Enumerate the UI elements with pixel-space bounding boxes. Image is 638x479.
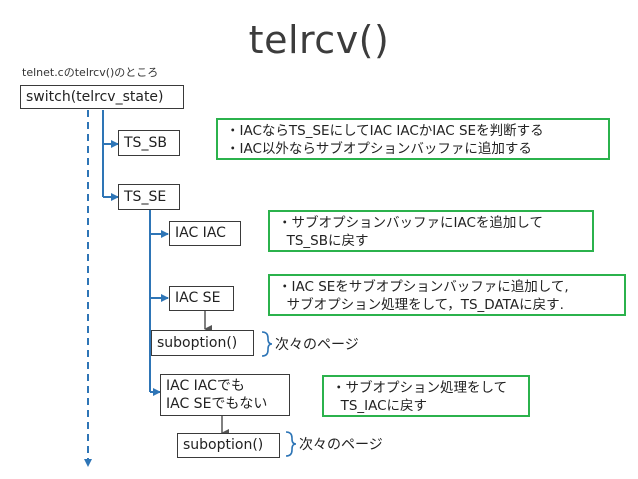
next-page-label-2: 次々のページ — [299, 437, 383, 453]
note-iac-iac-line-1: ・サブオプションバッファにIACを追加して — [278, 215, 543, 231]
note-ts-sb: ・IACならTS_SEにしてIAC IACかIAC SEを判断する ・IAC以外… — [216, 118, 610, 160]
iac-se-box: IAC SE — [169, 286, 234, 311]
note-neither: ・サブオプション処理をして TS_IACに戻す — [322, 375, 530, 417]
slide-subtitle: telnet.cのtelrcv()のところ — [22, 66, 159, 79]
iac-iac-box: IAC IAC — [169, 221, 241, 246]
iac-neither-box: IAC IACでも IAC SEでもない — [160, 374, 290, 416]
iac-neither-line-2: IAC SEでもない — [166, 396, 268, 412]
note-iac-se: ・IAC SEをサブオプションバッファに追加して, サブオプション処理をして，T… — [268, 274, 626, 316]
slide-title: telrcv() — [248, 18, 390, 62]
note-ts-sb-line-1: ・IACならTS_SEにしてIAC IACかIAC SEを判断する — [226, 123, 544, 139]
note-iac-se-line-2: サブオプション処理をして，TS_DATAに戻す. — [278, 297, 564, 313]
note-iac-iac-line-2: TS_SBに戻す — [278, 233, 369, 249]
note-neither-line-1: ・サブオプション処理をして — [332, 380, 508, 396]
suboption-box-2: suboption() — [177, 433, 280, 458]
ts-sb-box: TS_SB — [118, 130, 180, 156]
note-iac-se-line-1: ・IAC SEをサブオプションバッファに追加して, — [278, 279, 569, 295]
note-ts-sb-line-2: ・IAC以外ならサブオプションバッファに追加する — [226, 141, 532, 157]
brace-2 — [285, 431, 297, 457]
iac-neither-line-1: IAC IACでも — [166, 378, 245, 394]
note-neither-line-2: TS_IACに戻す — [332, 398, 428, 414]
ts-se-box: TS_SE — [118, 184, 180, 210]
brace-1 — [261, 331, 273, 357]
note-iac-iac: ・サブオプションバッファにIACを追加して TS_SBに戻す — [268, 210, 594, 252]
switch-telrcv-state-box: switch(telrcv_state) — [20, 85, 184, 109]
next-page-label-1: 次々のページ — [275, 337, 359, 353]
suboption-box-1: suboption() — [151, 330, 254, 356]
